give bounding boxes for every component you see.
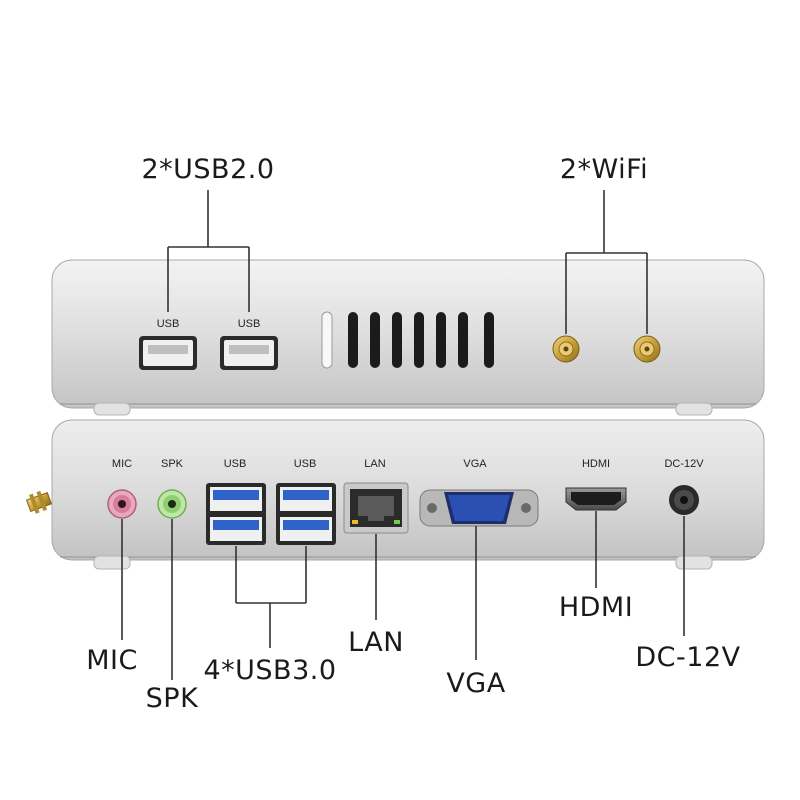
wifi-antenna-connector-2 <box>633 335 661 363</box>
callout-lan: LAN <box>348 627 404 658</box>
usb2-port-2 <box>220 336 278 370</box>
hdmi-port <box>565 487 627 511</box>
dc-jack <box>669 485 699 515</box>
callout-usb2-leader <box>167 190 250 312</box>
spk-jack <box>157 489 187 519</box>
ventilation-grille <box>321 311 494 369</box>
vga-port <box>419 489 539 527</box>
port-label-mic: MIC <box>112 458 132 470</box>
wifi-antenna-connector-1 <box>552 335 580 363</box>
top-foot-right <box>675 402 713 416</box>
port-label-lan: LAN <box>364 458 385 470</box>
mic-jack <box>107 489 137 519</box>
usb2-port-label-1: USB <box>157 318 180 330</box>
callout-wifi: 2*WiFi <box>560 154 648 185</box>
callout-mic: MIC <box>86 645 138 676</box>
port-label-vga: VGA <box>463 458 487 470</box>
bottom-chassis: MIC SPK USB USB LAN VGA HDMI DC-12V <box>25 419 765 570</box>
side-antenna-stub <box>25 490 53 514</box>
callout-vga: VGA <box>446 668 505 699</box>
top-chassis: USB USB <box>51 259 765 416</box>
top-foot-left <box>93 402 131 416</box>
bottom-foot-left <box>93 555 131 570</box>
usb3-stack-2 <box>276 483 336 545</box>
top-chassis-body <box>51 259 765 409</box>
port-label-spk: SPK <box>161 458 184 470</box>
usb2-port-label-2: USB <box>238 318 261 330</box>
callout-usb3-leader <box>235 546 307 648</box>
lan-port <box>343 482 409 534</box>
callout-wifi-leader <box>565 190 648 334</box>
port-label-usb-1: USB <box>224 458 247 470</box>
callout-usb3: 4*USB3.0 <box>203 655 336 686</box>
callout-dc: DC-12V <box>635 642 740 673</box>
callout-spk: SPK <box>146 683 199 714</box>
callout-usb2: 2*USB2.0 <box>141 154 274 185</box>
usb2-port-1 <box>139 336 197 370</box>
callout-hdmi: HDMI <box>559 592 633 623</box>
port-label-hdmi: HDMI <box>582 458 610 470</box>
bottom-foot-right <box>675 555 713 570</box>
port-label-dc: DC-12V <box>664 458 704 470</box>
port-label-usb-2: USB <box>294 458 317 470</box>
usb3-stack-1 <box>206 483 266 545</box>
